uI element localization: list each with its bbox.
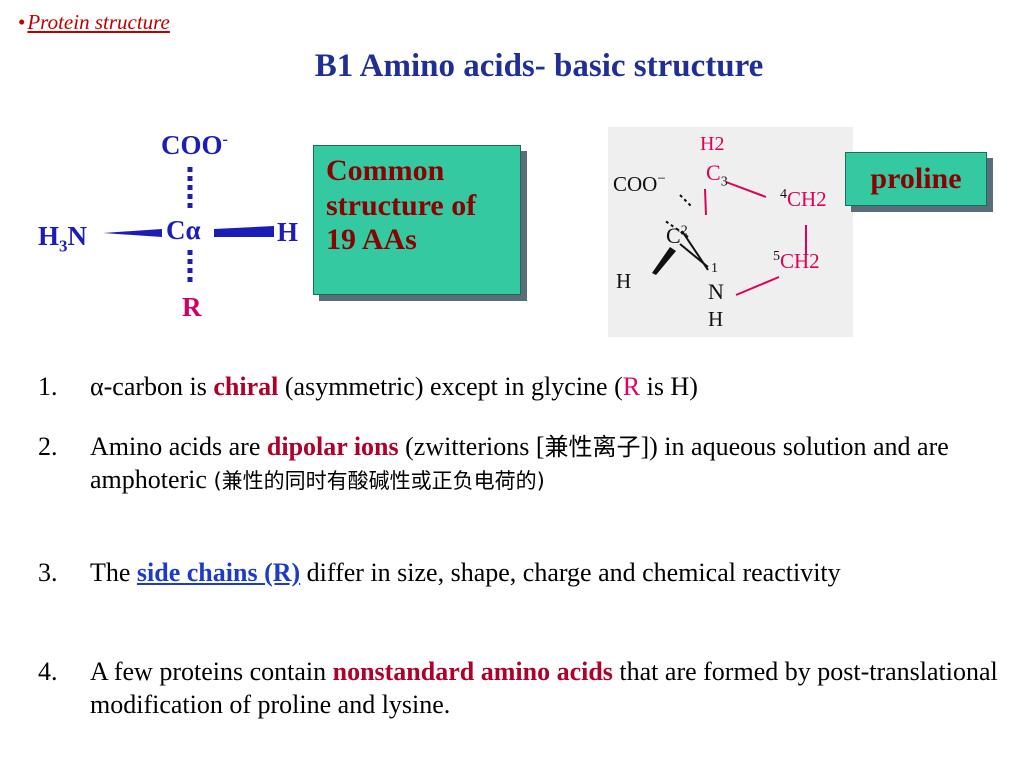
wedge-left (103, 229, 162, 237)
amino-acid-structure: COO- Cα H3N H R (30, 125, 320, 330)
proline-bonds (652, 181, 807, 296)
proline-ch2-5: 5CH2 (773, 249, 820, 273)
bullet-icon: • (18, 10, 26, 34)
carboxyl-label: COO- (161, 130, 228, 160)
proline-coo: COO− (613, 171, 666, 196)
proline-n1-number: 1 (711, 261, 718, 276)
proline-label: proline (845, 152, 987, 206)
slide-title: B1 Amino acids- basic structure (314, 48, 764, 84)
hydrogen-label: H (277, 217, 299, 247)
proline-c3: C3 (706, 160, 728, 190)
keyword-side-chains[interactable]: side chains (R) (136, 558, 301, 587)
amino-acid-bonds (103, 167, 274, 285)
alpha-carbon-label: Cα (166, 215, 201, 245)
keyword-nonstandard: nonstandard amino acids (332, 657, 613, 686)
common-structure-callout: Common structure of 19 AAs (313, 145, 521, 295)
proline-h-left: H (616, 269, 632, 293)
keyword-dipolar-ions: dipolar ions (266, 432, 399, 461)
topic-link-text[interactable]: Protein structure (27, 10, 170, 34)
proline-h2-top: H2 (700, 133, 725, 155)
proline-c2: C2 (666, 223, 688, 248)
proline-nitrogen: N (708, 279, 724, 304)
topic-link[interactable]: •Protein structure (18, 10, 170, 35)
amino-group-label: H3N (38, 221, 88, 256)
r-group-label: R (182, 292, 202, 322)
keyword-chiral: chiral (213, 372, 279, 401)
proline-h-bottom: H (708, 307, 724, 331)
wedge-right (214, 226, 274, 237)
proline-ch2-4: 4CH2 (780, 187, 827, 211)
proline-structure-image: H2 C3 COO− 4CH2 C2 H 1 N H 5CH2 (608, 127, 853, 337)
